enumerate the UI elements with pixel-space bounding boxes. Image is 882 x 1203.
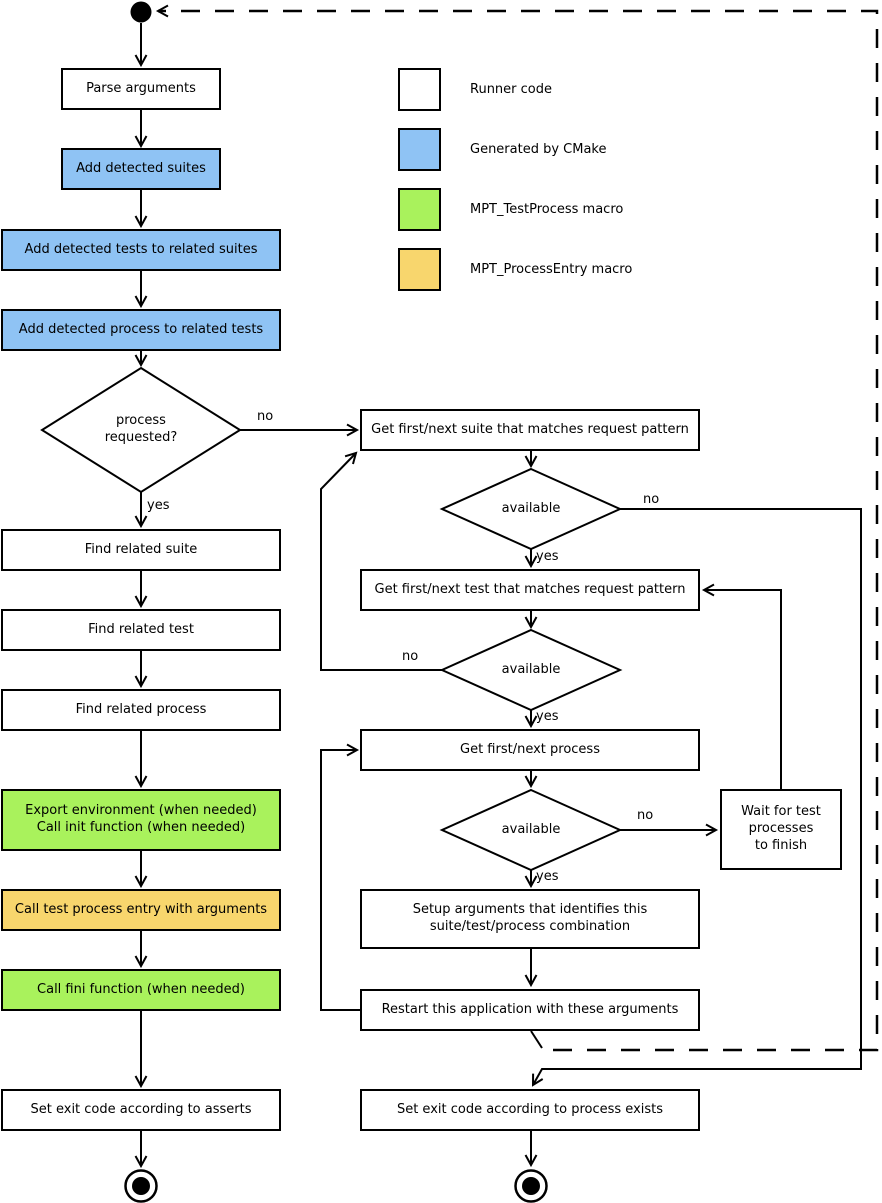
end-node-right xyxy=(514,1169,548,1203)
edge-available1-no-to-setexitexists xyxy=(531,508,862,1087)
node-call-test-process-entry: Call test process entry with arguments xyxy=(1,889,281,931)
node-add-detected-tests: Add detected tests to related suites xyxy=(1,229,281,271)
decision-suite-available xyxy=(439,467,623,551)
node-get-first-next-process: Get first/next process xyxy=(360,729,700,771)
node-get-first-next-suite: Get first/next suite that matches reques… xyxy=(360,409,700,451)
edge-wait-to-gettest xyxy=(701,583,782,789)
decision-test-available xyxy=(439,628,623,712)
node-restart-application: Restart this application with these argu… xyxy=(360,989,700,1031)
edge-restart-dashed-stub xyxy=(530,1030,543,1049)
edge-label-no-process-requested: no xyxy=(257,409,274,424)
edge-label-yes-process-requested: yes xyxy=(147,498,170,513)
legend-swatch-mpt-testprocess-macro xyxy=(398,188,441,231)
node-set-exit-code-process-exists: Set exit code according to process exist… xyxy=(360,1089,700,1131)
legend-label-mpt-processentry-macro: MPT_ProcessEntry macro xyxy=(470,262,633,277)
node-wait-for-test-processes: Wait for test processes to finish xyxy=(720,789,842,870)
decision-process-requested xyxy=(40,366,242,494)
decision-process-available xyxy=(439,788,623,872)
node-export-environment: Export environment (when needed) Call in… xyxy=(1,789,281,851)
legend-swatch-mpt-processentry-macro xyxy=(398,248,441,291)
edge-label-yes-suite-available: yes xyxy=(536,549,559,564)
edge-label-no-process-available: no xyxy=(637,808,654,823)
node-set-exit-code-asserts: Set exit code according to asserts xyxy=(1,1089,281,1131)
edge-label-yes-test-available: yes xyxy=(536,709,559,724)
node-find-related-process: Find related process xyxy=(1,689,281,731)
edge-restart-to-getprocess xyxy=(320,743,360,1011)
legend-label-mpt-testprocess-macro: MPT_TestProcess macro xyxy=(470,202,624,217)
legend-label-runner-code: Runner code xyxy=(470,82,552,97)
node-find-related-suite: Find related suite xyxy=(1,529,281,571)
edge-available2-no-to-getsuite xyxy=(320,451,442,671)
node-add-detected-suites: Add detected suites xyxy=(61,148,221,190)
node-call-fini-function: Call fini function (when needed) xyxy=(1,969,281,1011)
node-setup-arguments: Setup arguments that identifies this sui… xyxy=(360,889,700,949)
legend-label-generated-by-cmake: Generated by CMake xyxy=(470,142,607,157)
node-add-detected-process: Add detected process to related tests xyxy=(1,309,281,351)
legend-swatch-runner-code xyxy=(398,68,441,111)
start-node xyxy=(130,1,152,23)
edge-label-no-suite-available: no xyxy=(643,492,660,507)
legend-swatch-generated-by-cmake xyxy=(398,128,441,171)
node-get-first-next-test: Get first/next test that matches request… xyxy=(360,569,700,611)
end-node-left xyxy=(124,1169,158,1203)
edge-label-yes-process-available: yes xyxy=(536,869,559,884)
node-find-related-test: Find related test xyxy=(1,609,281,651)
edge-label-no-test-available: no xyxy=(402,649,419,664)
node-parse-arguments: Parse arguments xyxy=(61,68,221,110)
